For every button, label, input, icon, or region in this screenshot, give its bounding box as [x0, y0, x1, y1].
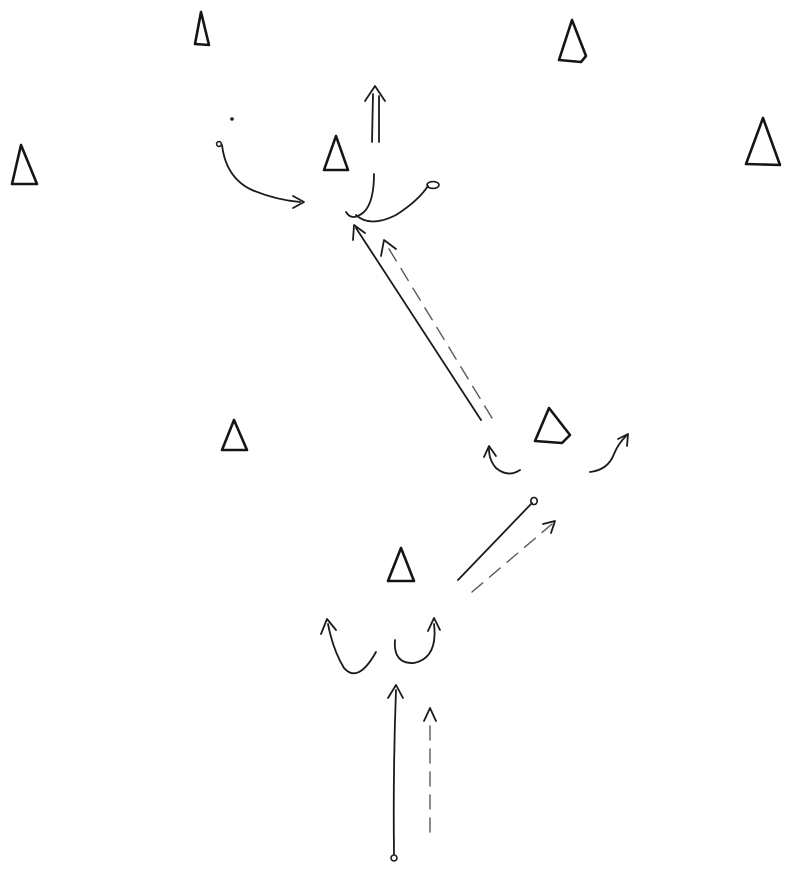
- pass-A-to-B: [472, 524, 552, 592]
- cone-F: [12, 145, 37, 184]
- cone-D-marker: [324, 136, 348, 170]
- pass-B-to-D-arrowhead: [381, 240, 396, 256]
- cone-H-marker: [559, 20, 586, 62]
- cone-G-marker: [195, 12, 209, 45]
- run-D-up: [372, 94, 373, 142]
- curl-left-of-A: [328, 624, 376, 673]
- G-start-mark: [217, 142, 222, 147]
- run-I-to-A: [394, 690, 396, 854]
- cone-G: [195, 12, 209, 45]
- cone-C-marker: [222, 420, 247, 450]
- cone-B-marker: [535, 408, 570, 443]
- curl-right-of-B: [590, 436, 626, 472]
- cone-H: [559, 20, 586, 62]
- curl-D-up: [346, 174, 374, 217]
- run-A-to-B-end: [531, 497, 537, 504]
- cone-E: [746, 118, 780, 165]
- curl-D-right: [356, 186, 428, 222]
- cone-D: [324, 136, 348, 170]
- start-dot: [391, 855, 397, 861]
- curl-D-right-end: [427, 182, 439, 189]
- pass-B-to-D: [386, 244, 492, 418]
- cone-E-marker: [746, 118, 780, 165]
- cone-F-marker: [12, 145, 37, 184]
- cone-I: [391, 855, 397, 861]
- cone-C: [222, 420, 247, 450]
- curl-G-to-D: [222, 145, 300, 202]
- run-A-to-B: [458, 503, 532, 580]
- run-D-up-arrowhead: [365, 86, 385, 101]
- pass-I-to-A-arrowhead: [424, 708, 436, 721]
- cone-A: [388, 548, 414, 581]
- cone-B: [535, 408, 570, 443]
- cone-A-marker: [388, 548, 414, 581]
- run-B-to-D: [356, 228, 481, 420]
- small-mark-near-G: [231, 118, 233, 120]
